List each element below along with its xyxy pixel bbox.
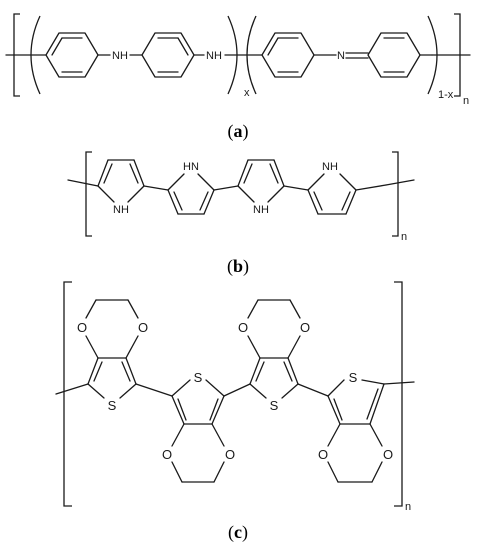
panel-b-pyrrole-ring-2 <box>167 173 215 215</box>
panel-a-benzene-ring-3 <box>261 32 315 78</box>
panel-c-dioxane-ring-1 <box>85 299 139 359</box>
panel-b-atom-nh-bottom-2: NH <box>253 204 269 216</box>
panel-b-pyrrole-ring-4 <box>307 173 357 215</box>
panel-b-bond-ring4-end <box>355 184 387 191</box>
panel-c-atom-o-4b: O <box>383 447 393 462</box>
panel-b-pyrrole-ring-3 <box>237 159 285 203</box>
panel-c-atom-s-3: S <box>270 398 279 413</box>
panel-b-left-square-bracket <box>85 151 92 237</box>
panel-b-subscript-n: n <box>401 231 407 243</box>
panel-c-dioxane-ring-3 <box>247 299 301 359</box>
panel-c-dioxane-ring-4 <box>327 423 383 483</box>
panel-b-atom-nh-top-2: NH <box>322 161 338 173</box>
panel-a-atom-nh-1: NH <box>112 50 128 62</box>
panel-a-benzene-ring-2 <box>141 32 195 78</box>
panel-b-bond-ring2-ring3 <box>213 185 239 191</box>
panel-a-subscript-x: x <box>244 87 250 99</box>
panel-b-left-end-bond <box>67 179 99 187</box>
panel-c-dioxane-ring-2 <box>171 423 225 483</box>
panel-a-open-paren-1 <box>30 15 41 95</box>
panel-a-caption: (a) <box>228 121 249 142</box>
panel-c-thiophene-ring-2 <box>171 379 225 425</box>
panel-b-right-end-bond <box>385 179 415 186</box>
panel-b-right-square-bracket <box>392 151 399 237</box>
panel-a-benzene-ring-1 <box>45 32 99 78</box>
panel-c-bond-ring1-ring2 <box>135 383 173 397</box>
panel-a-atom-nh-2: NH <box>206 50 222 62</box>
panel-c-thiophene-ring-3 <box>249 357 299 399</box>
panel-c-thiophene-ring-1 <box>87 357 137 399</box>
panel-b-pyrrole-ring-1 <box>97 159 145 203</box>
panel-b-atom-nh-top-1: HN <box>183 161 199 173</box>
panel-b-atom-nh-bottom-1: NH <box>113 204 129 216</box>
panel-c-thiophene-ring-4 <box>327 379 385 425</box>
panel-c-atom-s-1: S <box>108 398 117 413</box>
panel-a-quinoid-ring-4 <box>367 32 421 78</box>
panel-c-subscript-n: n <box>405 501 411 513</box>
panel-c-left-end-bond <box>55 383 89 395</box>
panel-a-close-paren-2 <box>427 15 438 95</box>
panel-a-subscript-1-minus-x: 1-x <box>438 89 454 101</box>
panel-c-atom-o-3b: O <box>300 320 310 335</box>
panel-c-caption: (c) <box>228 522 248 543</box>
panel-a-polyaniline: NH NH N x 1-x <box>5 13 471 142</box>
panel-c-atom-o-3a: O <box>238 320 248 335</box>
panel-b-polypyrrole: n NH HN <box>67 151 415 277</box>
panel-c-atom-o-2b: O <box>225 447 235 462</box>
panel-a-atom-n: N <box>337 50 345 62</box>
panel-c-bond-ring2-ring3 <box>223 383 251 397</box>
panel-c-atom-o-1a: O <box>77 320 87 335</box>
panel-b-bond-ring1-ring2 <box>143 185 169 191</box>
panel-c-atom-s-4: S <box>349 370 358 385</box>
panel-c-atom-o-2a: O <box>162 447 172 462</box>
panel-c-right-end-bond <box>383 381 415 385</box>
panel-c-atom-o-4a: O <box>318 447 328 462</box>
panel-c-atom-o-1b: O <box>138 320 148 335</box>
panel-c-atom-s-2: S <box>194 370 203 385</box>
panel-c-bond-ring3-ring4 <box>297 383 329 397</box>
panel-c-left-square-bracket <box>63 281 72 507</box>
panel-b-bond-ring3-ring4 <box>283 185 309 191</box>
panel-c-pedot: n S O O <box>55 281 415 543</box>
panel-b-caption: (b) <box>227 256 249 277</box>
panel-a-subscript-n: n <box>463 95 469 107</box>
panel-c-right-square-bracket <box>394 281 403 507</box>
